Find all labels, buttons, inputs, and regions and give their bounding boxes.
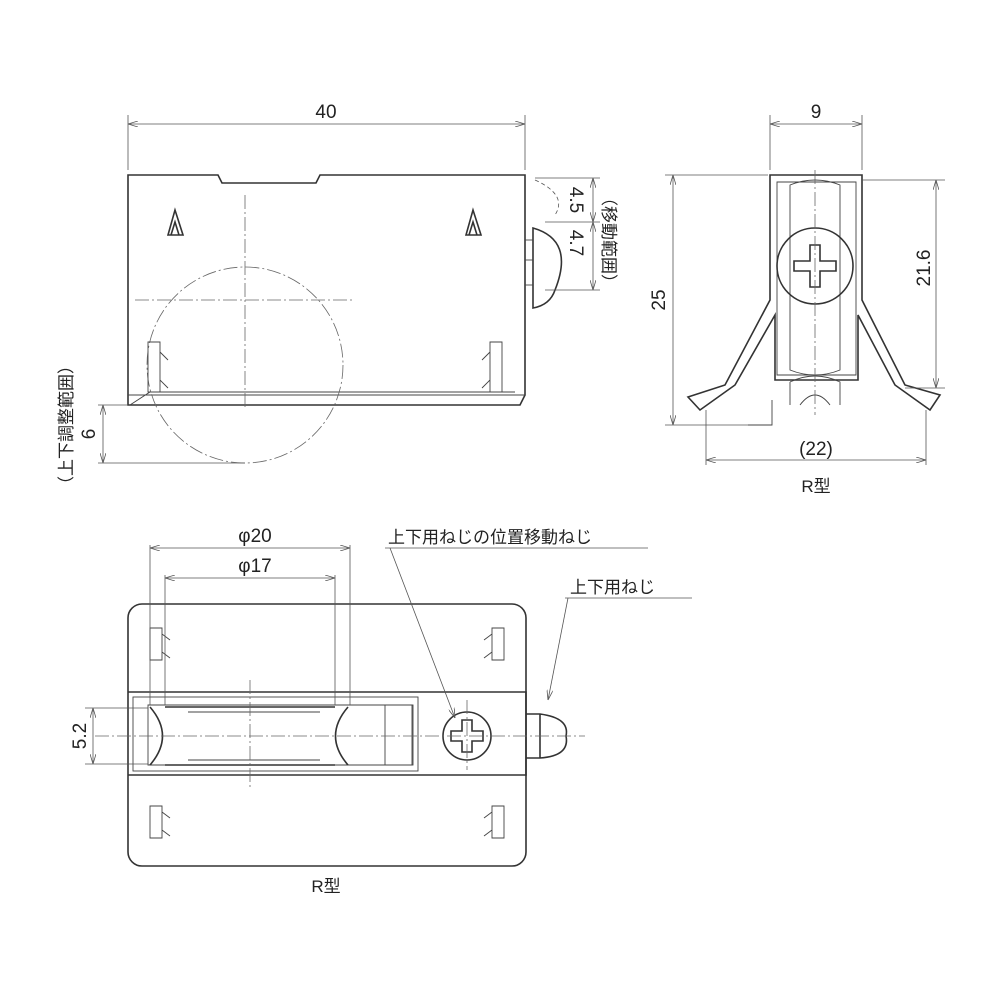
front-view: 40 4.5 4.7 （移動範囲） 6 （上下調整範囲） — [57, 102, 618, 493]
adjust-dimension: 6 — [79, 429, 100, 440]
top-view-caption: R型 — [311, 877, 340, 896]
travel-range-label: （移動範囲） — [599, 189, 618, 291]
outer-wheel-dimension: φ20 — [238, 526, 271, 547]
base-width-dimension: (22) — [799, 439, 833, 460]
inner-wheel-dimension: φ17 — [238, 556, 271, 577]
width-dimension: 40 — [315, 102, 336, 123]
adjust-screw-callout: 上下用ねじ — [570, 578, 655, 597]
wheel-width-dimension: 5.2 — [70, 723, 91, 749]
side-view-caption: R型 — [801, 477, 830, 496]
adjust-range-label: （上下調整範囲） — [57, 357, 76, 493]
side-width-dimension: 9 — [811, 102, 822, 123]
travel-lower-dimension: 4.7 — [565, 230, 586, 256]
inner-height-dimension: 21.6 — [914, 250, 935, 287]
travel-upper-dimension: 4.5 — [565, 187, 586, 213]
position-screw-callout: 上下用ねじの位置移動ねじ — [388, 528, 592, 547]
side-view: 9 25 21.6 (22) R型 — [649, 102, 945, 496]
height-dimension: 25 — [649, 289, 670, 310]
top-view: φ20 φ17 5.2 上下用ねじの位置移動ねじ 上下用ねじ R型 — [70, 526, 692, 896]
